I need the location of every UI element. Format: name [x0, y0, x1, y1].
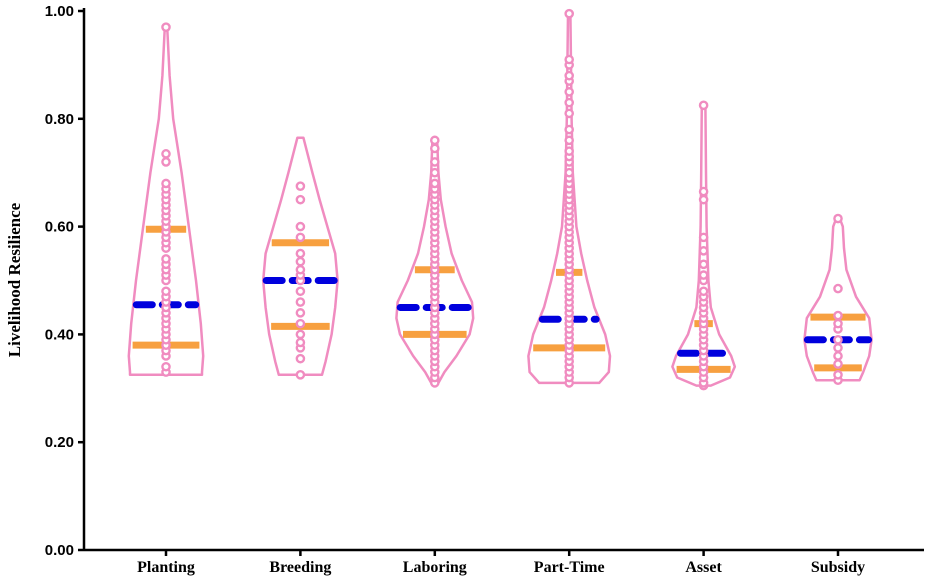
data-point [698, 232, 709, 243]
data-point [564, 54, 575, 65]
data-point [698, 286, 709, 297]
data-point [833, 343, 843, 353]
data-point [833, 334, 843, 345]
data-point [295, 194, 306, 205]
data-point [295, 232, 306, 243]
data-point [564, 70, 575, 81]
data-point [161, 361, 171, 372]
data-point [161, 149, 171, 159]
data-point [429, 157, 440, 167]
data-point [295, 286, 306, 297]
data-point [564, 124, 575, 135]
data-point [295, 256, 306, 267]
data-point [295, 353, 306, 364]
data-point [295, 297, 306, 307]
data-point [295, 181, 306, 191]
data-point [564, 146, 575, 156]
data-point [429, 135, 440, 146]
y-tick-label: 1.00 [45, 3, 74, 20]
x-tick-label: Subsidy [811, 559, 865, 576]
data-point [564, 87, 575, 97]
violin-outline [261, 136, 339, 377]
y-tick-label: 0.40 [45, 326, 74, 343]
x-tick-label: Breeding [269, 559, 331, 576]
x-tick-label: Part-Time [534, 559, 605, 576]
data-point [295, 329, 306, 340]
data-point [161, 22, 171, 32]
data-point [833, 370, 843, 380]
data-point [295, 337, 306, 348]
x-tick-label: Asset [685, 559, 722, 576]
y-tick-label: 0.20 [45, 434, 74, 451]
data-point [698, 100, 709, 111]
data-point [161, 178, 171, 189]
data-point [295, 308, 306, 318]
data-point [161, 286, 171, 297]
data-point [698, 259, 709, 270]
violin-asset [671, 100, 737, 391]
data-point [833, 318, 843, 329]
data-point [161, 157, 171, 167]
data-point [295, 318, 306, 329]
data-point [295, 248, 306, 259]
data-point [833, 283, 843, 294]
violin-planting [127, 22, 205, 377]
data-point [564, 135, 575, 146]
data-point [698, 186, 709, 197]
y-tick-label: 0.00 [45, 542, 74, 559]
data-point [429, 167, 440, 178]
data-point [429, 178, 440, 189]
data-point [833, 359, 843, 369]
violin-breeding [261, 136, 339, 380]
y-tick-label: 0.80 [45, 111, 74, 128]
violin-part-time [527, 8, 612, 388]
violin-laboring [395, 135, 475, 388]
data-point [295, 221, 306, 232]
data-point [295, 370, 306, 380]
data-point [564, 108, 575, 119]
y-tick-label: 0.60 [45, 219, 74, 236]
data-point [698, 246, 709, 256]
data-point [833, 351, 843, 361]
x-tick-label: Planting [137, 559, 195, 576]
data-point [833, 213, 843, 224]
data-point [161, 254, 171, 264]
data-point [698, 194, 709, 205]
data-point [564, 97, 575, 108]
data-point [833, 310, 843, 321]
data-point [429, 143, 440, 154]
violin-subsidy [803, 213, 873, 386]
x-tick-label: Laboring [403, 559, 467, 576]
data-point [295, 264, 306, 275]
data-point [564, 8, 575, 19]
data-point [564, 167, 575, 178]
y-axis-title: Livelihood Resilience [5, 202, 24, 357]
data-point [698, 270, 709, 280]
